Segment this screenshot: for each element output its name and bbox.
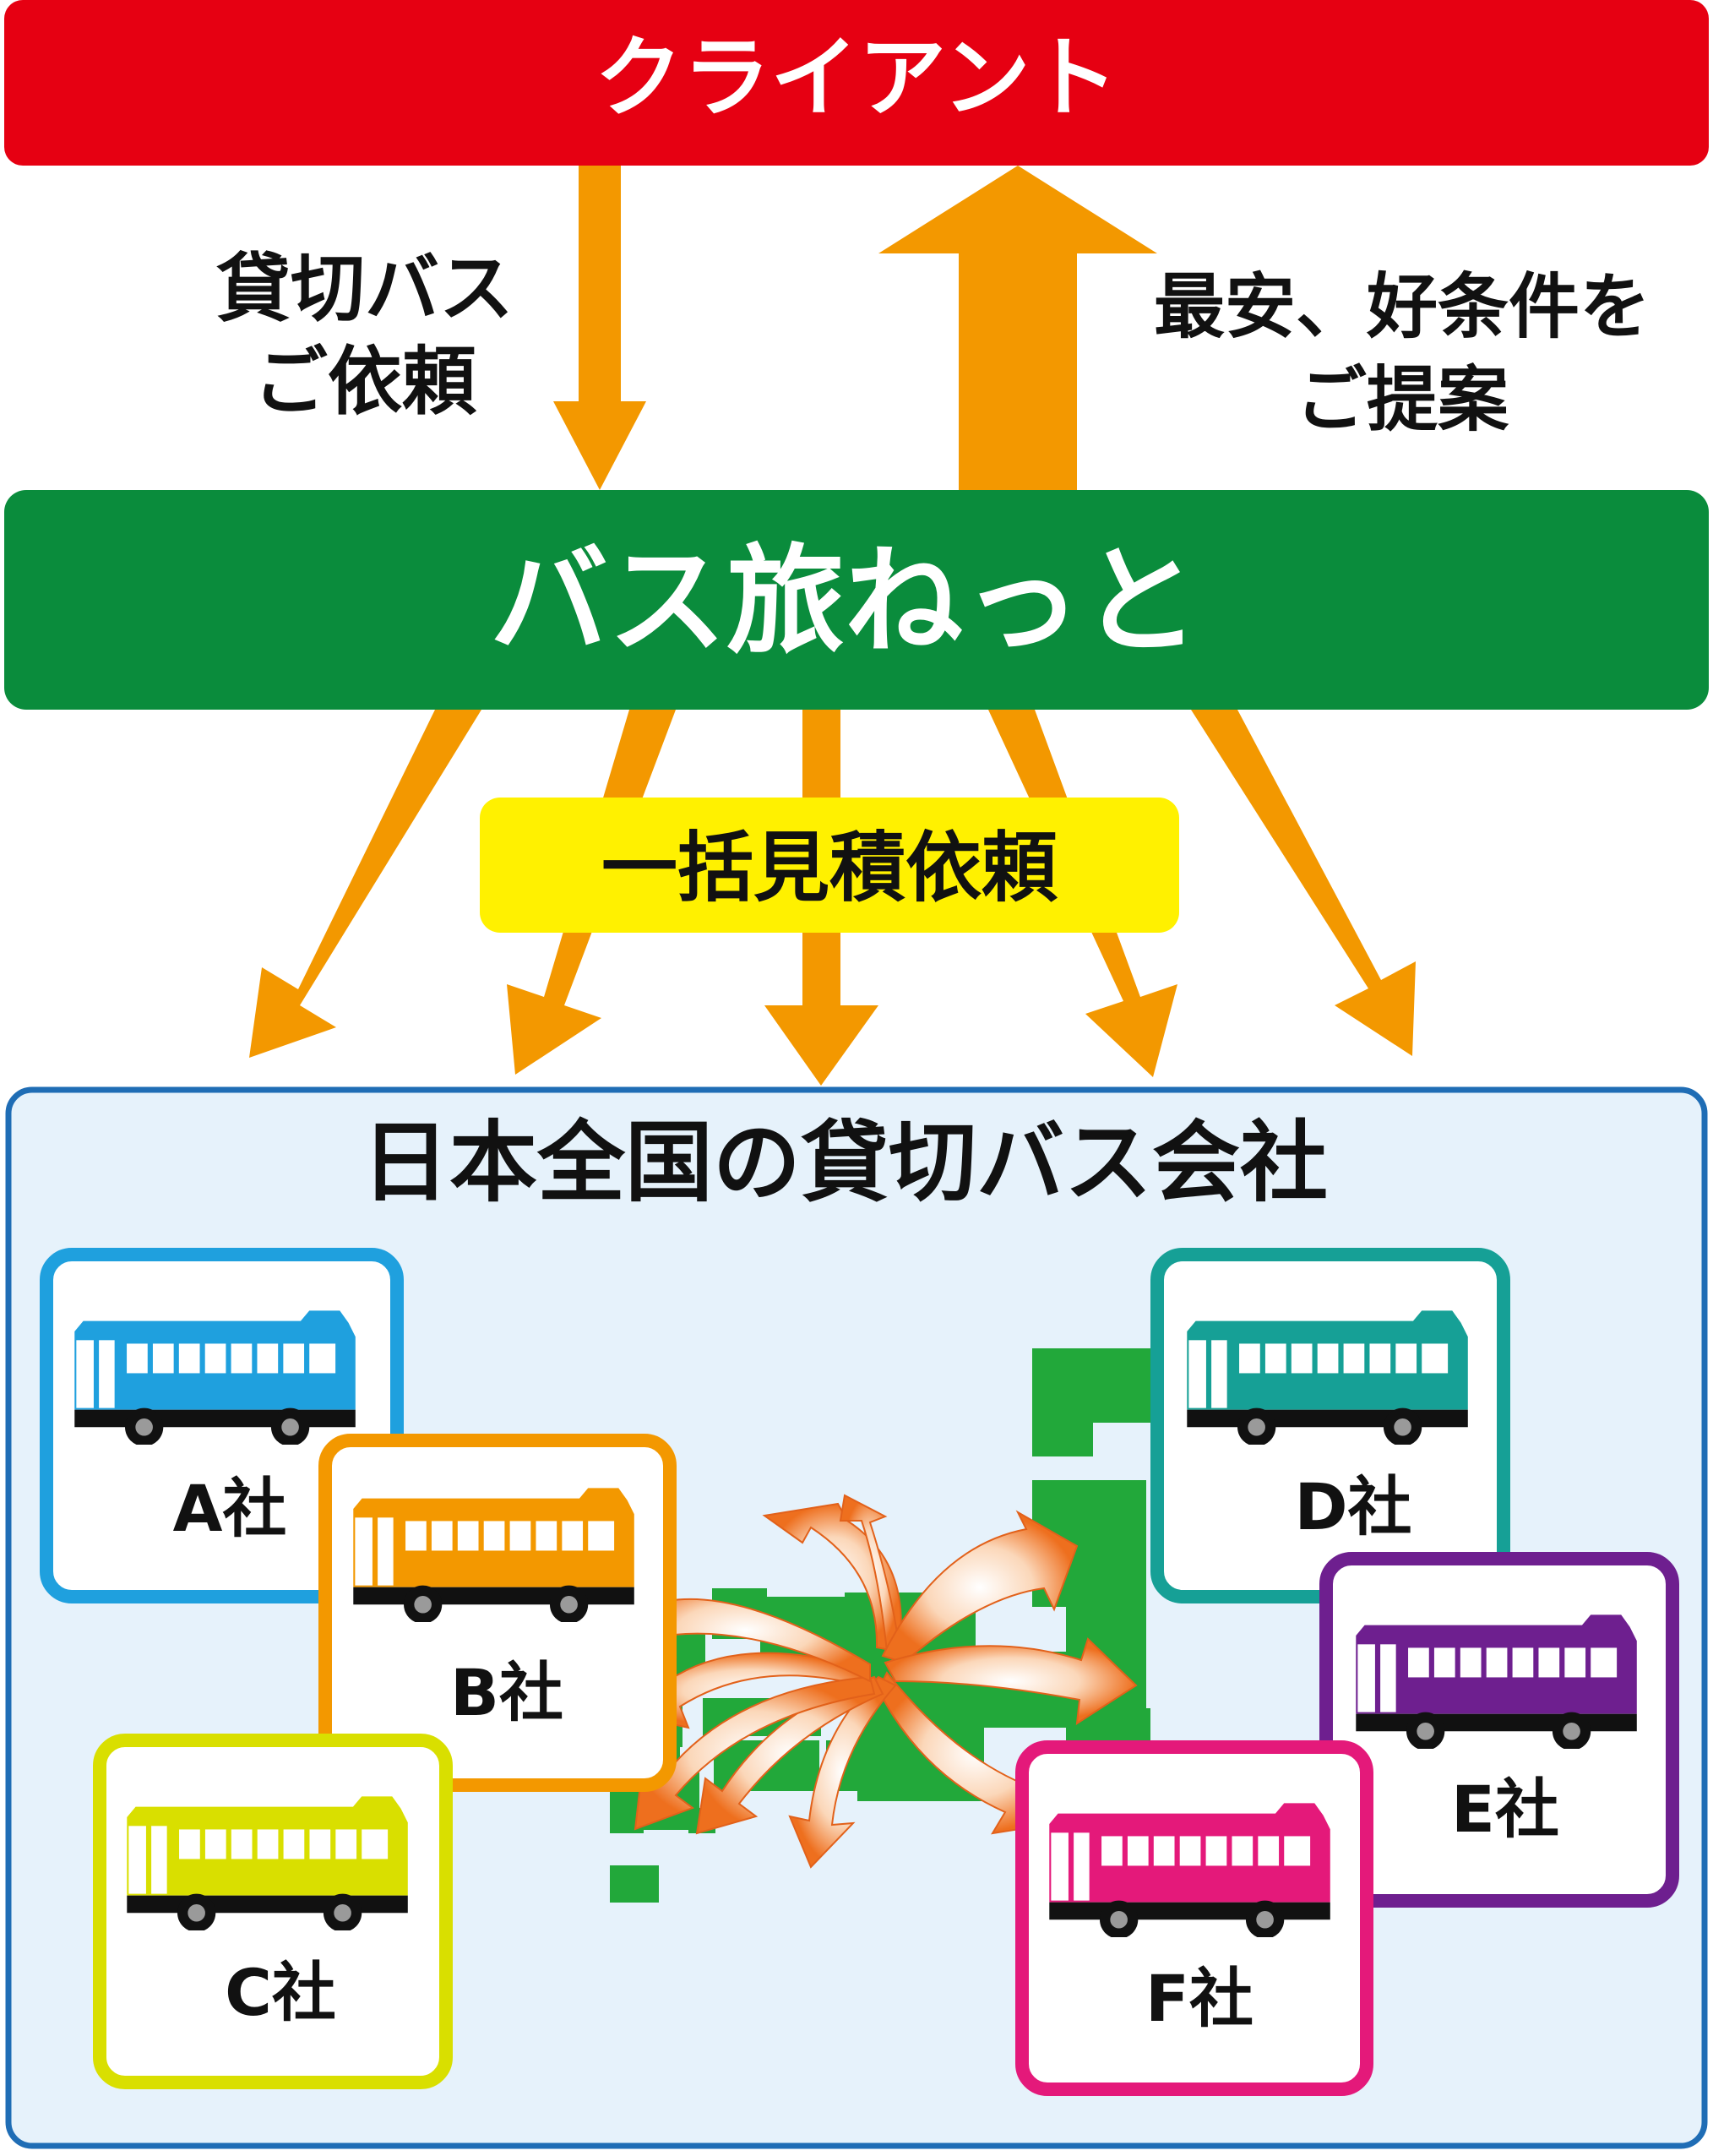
panel-title: 日本全国の貸切バス会社 xyxy=(362,1111,1328,1214)
burst-arrow-west-southwest xyxy=(634,1675,876,1831)
company-label-d: D社 xyxy=(1294,1469,1411,1544)
bus-icon xyxy=(1049,1803,1330,1937)
company-label-b: B社 xyxy=(450,1655,563,1730)
bulk-request-label: 一括見積依頼 xyxy=(601,824,1058,912)
company-card-c: C社 xyxy=(93,1734,453,2089)
fanout-arrow-5 xyxy=(1191,710,1416,1056)
request-text-line1: 貸切バス xyxy=(216,245,514,332)
company-card-e: E社 xyxy=(1319,1552,1679,1908)
burst-arrow-east xyxy=(884,1637,1138,1725)
bus-icon xyxy=(74,1310,356,1445)
bulk-request-box: 一括見積依頼 xyxy=(480,798,1179,933)
proposal-text-line1: 最安、好条件を xyxy=(1154,265,1650,348)
company-card-b: B社 xyxy=(318,1434,677,1792)
bus-company-panel: 日本全国の貸切バス会社 xyxy=(5,1086,1708,2149)
proposal-arrow xyxy=(878,166,1157,490)
company-card-f: F社 xyxy=(1015,1740,1373,2096)
service-box: バス旅ねっと xyxy=(4,490,1709,710)
company-card-a: A社 xyxy=(40,1248,404,1603)
burst-arrow-northeast xyxy=(881,1510,1079,1664)
proposal-text-line2: ご提案 xyxy=(1296,358,1509,441)
bus-icon xyxy=(353,1488,634,1622)
company-label-c: C社 xyxy=(225,1955,336,2030)
bus-icon xyxy=(127,1796,408,1930)
burst-arrow-south xyxy=(788,1675,897,1869)
company-label-f: F社 xyxy=(1145,1961,1253,2036)
bus-icon xyxy=(1356,1614,1637,1749)
request-text-line2: ご依頼 xyxy=(253,338,477,425)
burst-arrow-nne xyxy=(839,1494,901,1653)
company-label-e: E社 xyxy=(1451,1772,1559,1847)
service-label: バス旅ねっと xyxy=(490,533,1199,671)
request-arrow xyxy=(553,166,646,490)
fanout-arrow-1 xyxy=(249,710,481,1058)
burst-arrows xyxy=(619,1494,1138,1869)
bus-icon xyxy=(1187,1310,1468,1445)
company-label-a: A社 xyxy=(173,1471,287,1546)
company-card-d: D社 xyxy=(1150,1248,1510,1603)
client-box: クライアント xyxy=(4,0,1709,166)
client-label: クライアント xyxy=(595,26,1118,129)
